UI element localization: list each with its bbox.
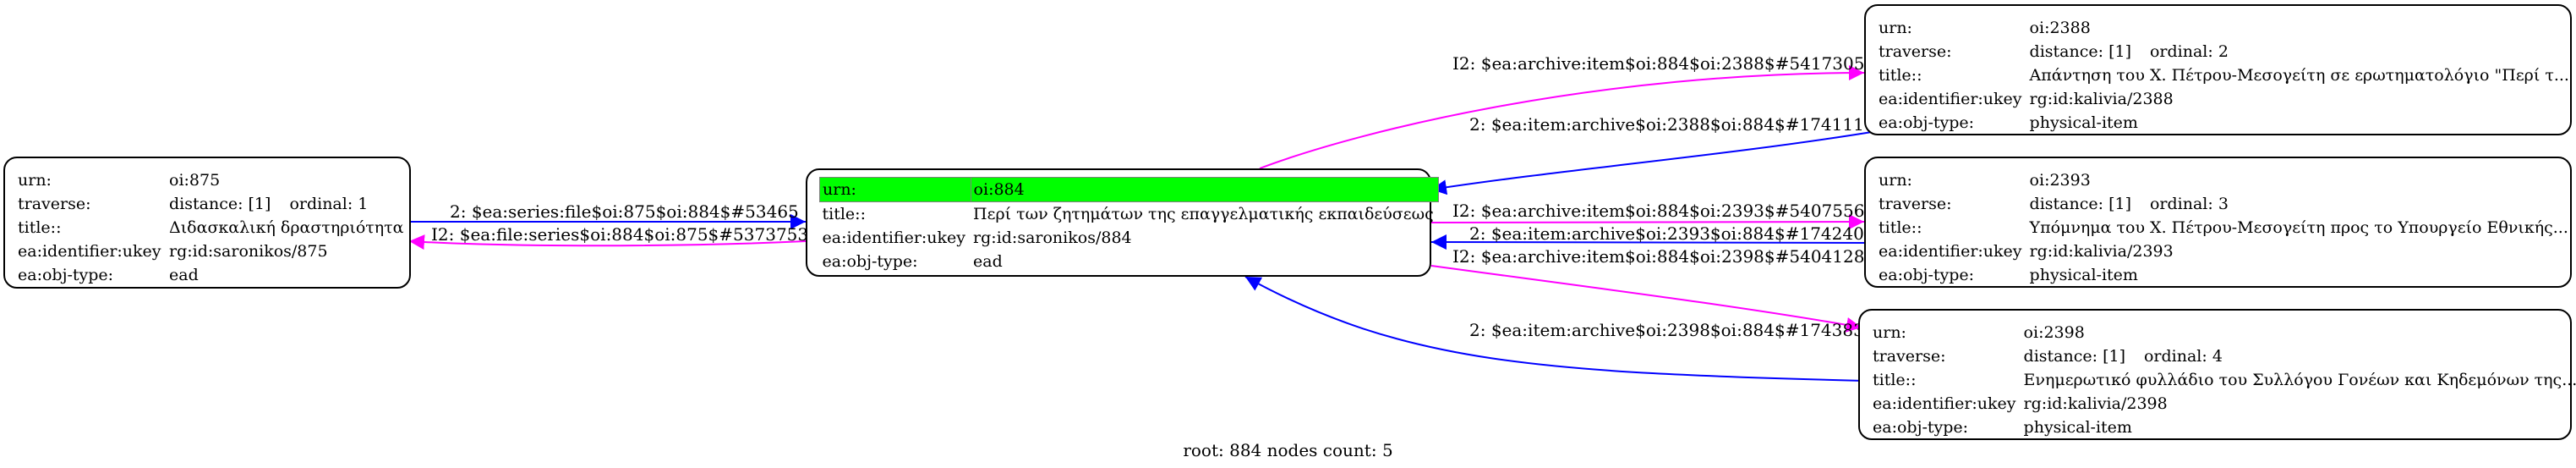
- field-value: rg:id:kalivia/2388: [2029, 90, 2174, 108]
- field-key: urn:: [18, 171, 52, 190]
- edge-2388-to-884: [1430, 131, 1873, 195]
- field-key: title::: [1879, 66, 1922, 85]
- field-value: Απάντηση του Χ. Πέτρου-Μεσογείτη σε ερωτ…: [2029, 66, 2569, 85]
- field-value: oi:2393: [2029, 171, 2091, 190]
- edge-label: 2: $ea:item:archive$oi:2393$oi:884$#1742…: [1469, 223, 1864, 244]
- field-key: ea:obj-type:: [1879, 113, 1975, 132]
- edge-label: I2: $ea:archive:item$oi:884$oi:2393$#540…: [1452, 201, 1875, 221]
- field-key: title::: [822, 205, 866, 223]
- field-key: ea:identifier:ukey: [1879, 242, 2022, 261]
- field-value: physical-item: [2023, 418, 2132, 437]
- field-value: physical-item: [2029, 113, 2138, 132]
- ordinal-value: ordinal: 4: [2143, 347, 2223, 366]
- field-key: ea:obj-type:: [1873, 418, 1969, 437]
- field-value: Περί των ζητημάτων της επαγγελματικής εκ…: [973, 205, 1434, 223]
- field-value: oi:884: [970, 177, 1440, 202]
- node-875[interactable]: urn: oi:875 traverse: distance: [1] ordinal…: [3, 157, 411, 289]
- field-value: physical-item: [2029, 266, 2138, 284]
- field-value: rg:id:kalivia/2398: [2023, 394, 2168, 413]
- ordinal-value: ordinal: 3: [2149, 195, 2229, 213]
- field-key: ea:identifier:ukey: [1873, 394, 2016, 413]
- field-value: ead: [169, 266, 199, 284]
- field-key: ea:identifier:ukey: [1879, 90, 2022, 108]
- field-key: urn:: [819, 177, 971, 202]
- ordinal-value: ordinal: 1: [289, 195, 369, 213]
- edge-2393-to-884: [1430, 234, 1873, 251]
- field-key: traverse:: [1873, 347, 1946, 366]
- field-key: ea:identifier:ukey: [18, 242, 161, 261]
- field-key: traverse:: [18, 195, 91, 213]
- field-value: ead: [973, 252, 1003, 271]
- edge-label: 2: $ea:item:archive$oi:2398$oi:884$#1743…: [1469, 320, 1864, 340]
- field-value: distance: [1]: [2029, 42, 2131, 61]
- edge-884-to-2393: [1430, 214, 1865, 230]
- field-key: ea:obj-type:: [18, 266, 114, 284]
- edge-884-to-2398: [1430, 265, 1862, 333]
- field-key: title::: [18, 218, 62, 237]
- field-value: Υπόμνημα του Χ. Πέτρου-Μεσογείτη προς το…: [2029, 218, 2568, 237]
- field-key: urn:: [1879, 171, 1912, 190]
- field-value: oi:875: [169, 171, 221, 190]
- field-value: oi:2398: [2023, 323, 2085, 342]
- node-884-root[interactable]: urn:oi:884 title::Περί των ζητημάτων της…: [806, 168, 1440, 277]
- node-2398[interactable]: urn: oi:2398 traverse: distance: [1] ordina…: [1858, 309, 2576, 440]
- field-value: rg:id:saronikos/884: [973, 228, 1132, 247]
- field-key: ea:obj-type:: [1879, 266, 1975, 284]
- ordinal-value: ordinal: 2: [2149, 42, 2229, 61]
- field-key: traverse:: [1879, 195, 1952, 213]
- edge-884-to-2388: [1259, 65, 1865, 169]
- field-key: title::: [1879, 218, 1922, 237]
- field-value: distance: [1]: [169, 195, 271, 213]
- field-value: Διδασκαλική δραστηριότητα: [169, 218, 404, 237]
- edge-label: I2: $ea:archive:item$oi:884$oi:2388$#541…: [1452, 53, 1875, 74]
- node-2393[interactable]: urn: oi:2393 traverse: distance: [1] ordina…: [1864, 157, 2572, 288]
- edge-label: I2: $ea:archive:item$oi:884$oi:2398$#540…: [1452, 246, 1875, 267]
- field-key: ea:obj-type:: [822, 252, 918, 271]
- edge-label: I2: $ea:file:series$oi:884$oi:875$#53737…: [431, 224, 819, 245]
- field-key: urn:: [1879, 19, 1912, 37]
- field-key: traverse:: [1879, 42, 1952, 61]
- field-value: rg:id:kalivia/2393: [2029, 242, 2174, 261]
- edge-2398-to-884: [1244, 276, 1865, 382]
- field-key: ea:identifier:ukey: [822, 228, 966, 247]
- field-value: oi:2388: [2029, 19, 2091, 37]
- field-value: distance: [1]: [2023, 347, 2125, 366]
- graph-footer: root: 884 nodes count: 5: [1183, 440, 1393, 460]
- field-value: rg:id:saronikos/875: [169, 242, 328, 261]
- edge-label: 2: $ea:item:archive$oi:2388$oi:884$#1741…: [1469, 114, 1864, 135]
- field-value: distance: [1]: [2029, 195, 2131, 213]
- edge-label: 2: $ea:series:file$oi:875$oi:884$#53465: [450, 201, 799, 222]
- field-key: title::: [1873, 371, 1917, 389]
- edge-884-to-875: [408, 234, 807, 251]
- field-key: urn:: [1873, 323, 1906, 342]
- field-value: Ενημερωτικό φυλλάδιο του Συλλόγου Γονέων…: [2023, 371, 2576, 389]
- node-2388[interactable]: urn: oi:2388 traverse: distance: [1] ordina…: [1864, 4, 2572, 135]
